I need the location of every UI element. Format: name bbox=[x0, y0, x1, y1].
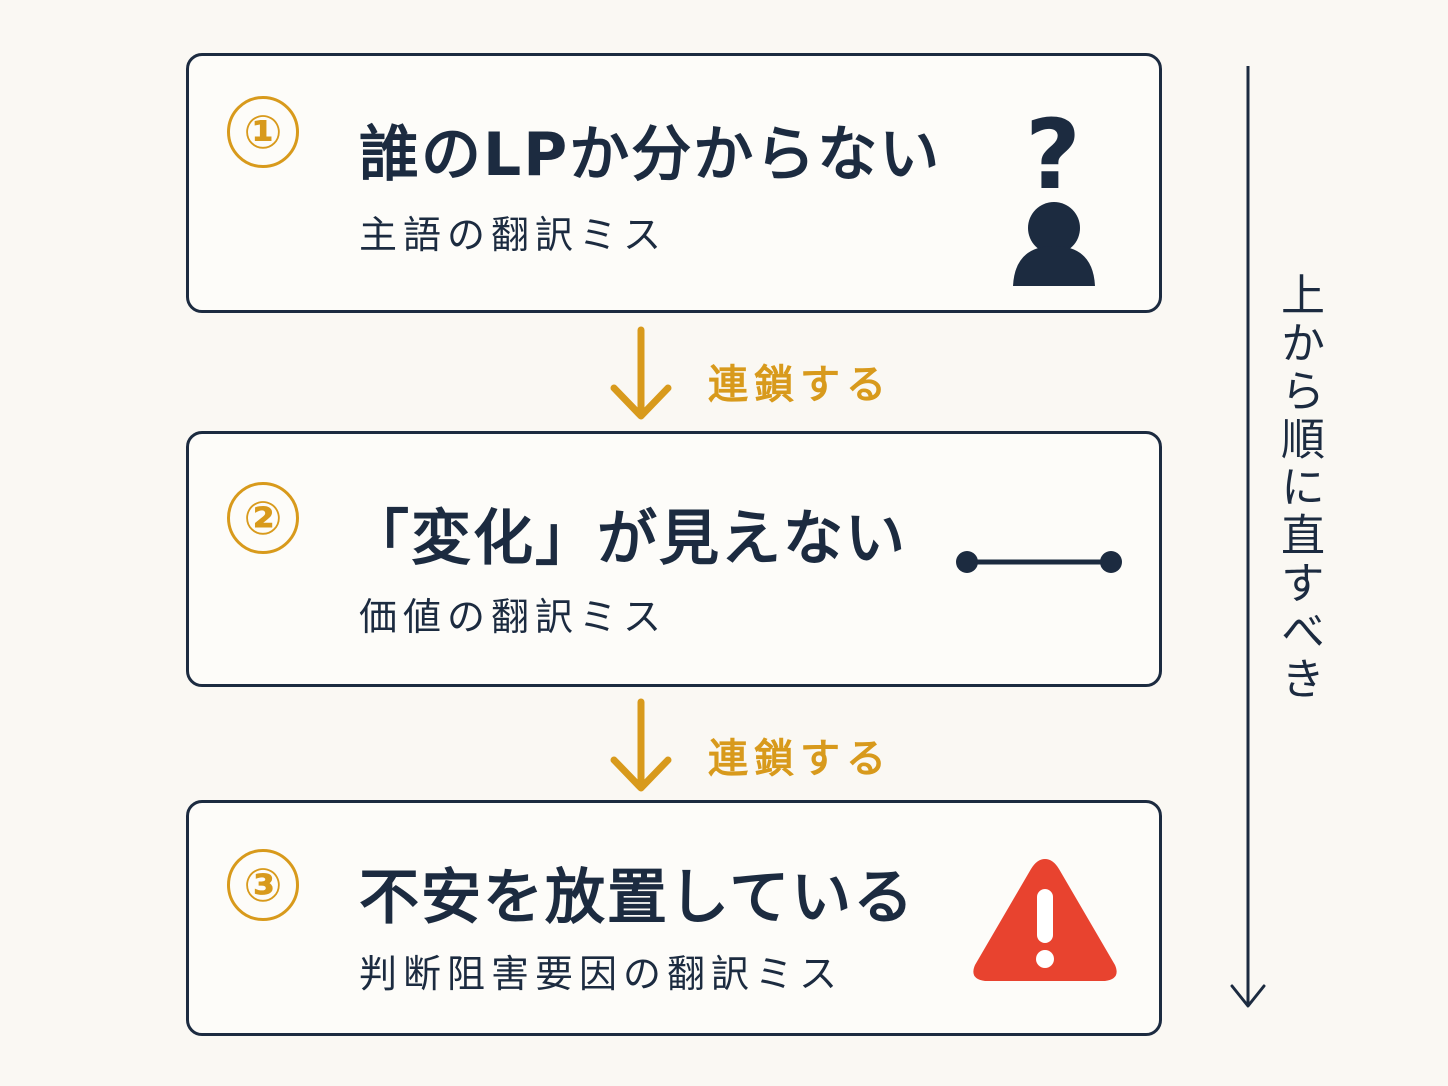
step-card-2: ② 「変化」が見えない 価値の翻訳ミス bbox=[186, 431, 1162, 687]
step-subtitle-3: 判断阻害要因の翻訳ミス bbox=[359, 952, 844, 996]
step-title-1: 誰のLPか分からない bbox=[359, 120, 942, 190]
down-arrow-icon bbox=[610, 326, 672, 420]
flat-line-icon bbox=[956, 551, 1122, 573]
step-title-2: 「変化」が見えない bbox=[349, 504, 907, 574]
step-card-1: ① 誰のLPか分からない 主語の翻訳ミス ? bbox=[186, 53, 1162, 313]
side-down-arrow-icon bbox=[1230, 66, 1266, 1008]
step-subtitle-2: 価値の翻訳ミス bbox=[359, 595, 668, 639]
warning-icon bbox=[973, 859, 1117, 981]
step-subtitle-1: 主語の翻訳ミス bbox=[359, 213, 668, 257]
step-card-3: ③ 不安を放置している 判断阻害要因の翻訳ミス bbox=[186, 800, 1162, 1036]
question-person-icon: ? bbox=[1013, 108, 1095, 286]
step-title-3: 不安を放置している bbox=[359, 863, 916, 933]
chain-label-2: 連鎖する bbox=[708, 736, 892, 782]
step-number-1: ① bbox=[227, 96, 299, 168]
svg-text:?: ? bbox=[1025, 108, 1081, 211]
side-note: 上から順に直すべき bbox=[1273, 272, 1324, 704]
step-number-2: ② bbox=[227, 482, 299, 554]
chain-label-1: 連鎖する bbox=[708, 362, 892, 408]
step-number-3: ③ bbox=[227, 849, 299, 921]
down-arrow-icon bbox=[610, 698, 672, 792]
